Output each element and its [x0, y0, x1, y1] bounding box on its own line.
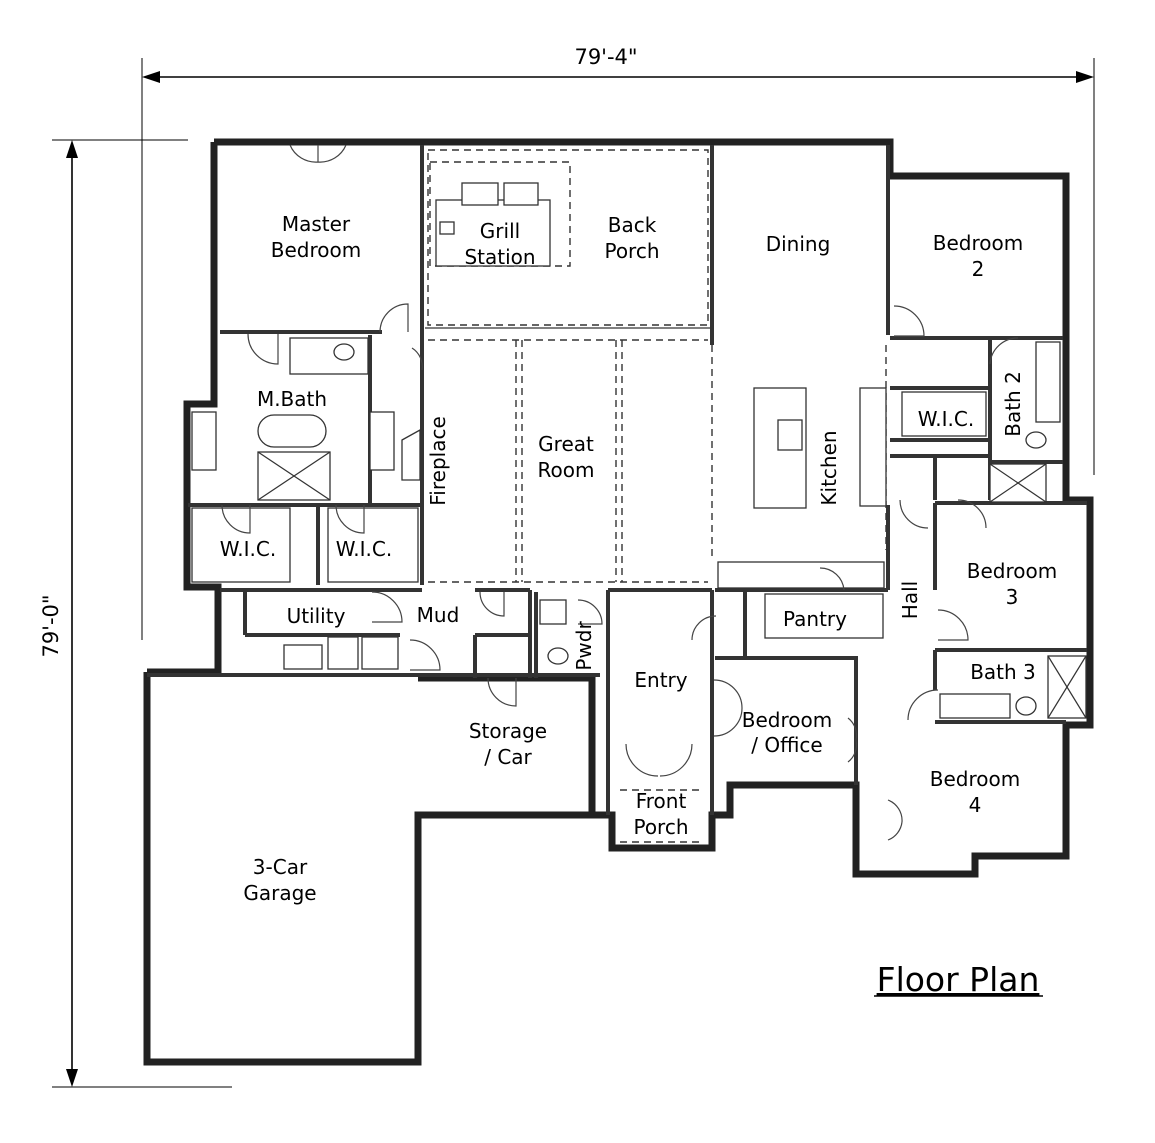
room-dining: Dining [766, 232, 831, 256]
room-hall: Hall [898, 581, 922, 619]
room-bath-2: Bath 2 [1001, 371, 1025, 437]
dimension-depth: 79'-0" [39, 139, 232, 1088]
toilet-icon [289, 337, 369, 375]
room-wic-bedroom-2: W.I.C. [918, 407, 974, 431]
room-bedroom-office: Bedroom/ Office [742, 708, 832, 757]
room-wic-left: W.I.C. [220, 537, 276, 561]
room-entry: Entry [634, 668, 687, 692]
width-dimension-label: 79'-4" [574, 45, 637, 69]
grill-counter [435, 199, 551, 267]
dryer-icon [361, 636, 399, 670]
plan-title: Floor Plan [877, 960, 1040, 999]
room-fireplace: Fireplace [426, 416, 450, 506]
room-m-bath: M.Bath [257, 387, 327, 411]
exterior-walls [143, 138, 1094, 1066]
room-wic-right: W.I.C. [336, 537, 392, 561]
room-mud: Mud [417, 603, 460, 627]
doors [221, 144, 1019, 841]
room-bath-3: Bath 3 [970, 660, 1036, 684]
washer-icon [327, 636, 359, 670]
fireplace-icon [401, 428, 421, 481]
depth-dimension-label: 79'-0" [39, 594, 63, 657]
room-kitchen: Kitchen [817, 430, 841, 505]
dimension-width: 79'-4" [141, 45, 1095, 640]
bathtub-icon [257, 414, 327, 448]
fixtures [191, 182, 1087, 719]
room-pantry: Pantry [783, 607, 847, 631]
room-pwdr: Pwdr [572, 621, 596, 671]
room-utility: Utility [287, 604, 346, 628]
dashed-lines [427, 149, 887, 843]
room-storage-car: Storage/ Car [469, 719, 547, 769]
